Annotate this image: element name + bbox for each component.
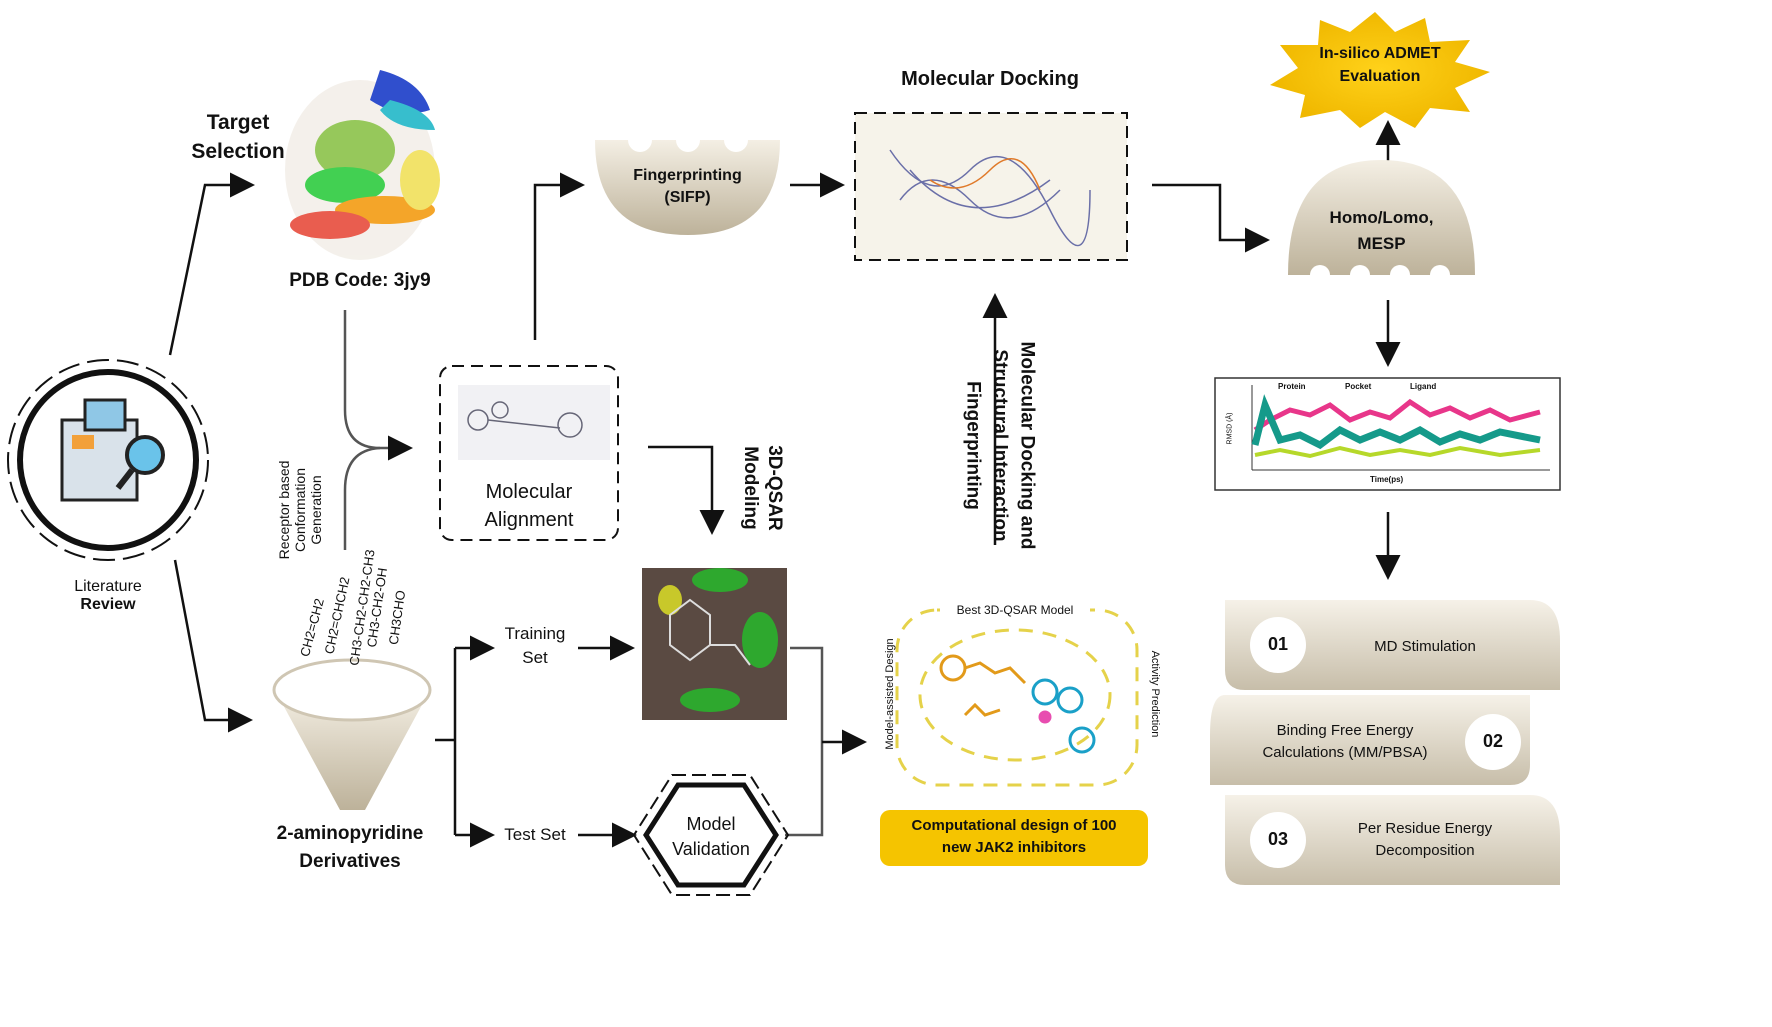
split-lines (435, 648, 457, 835)
arrow-to-target (168, 172, 255, 356)
arrow-to-fingerprinting (533, 172, 585, 340)
rmsd-xlabel: Time(ps) (1370, 475, 1404, 484)
substituent-list: CH2=CH2 CH2=CHCH2 CH3-CH2-CH2-CH3 CH3-CH… (282, 549, 422, 690)
arrow-to-derivatives (173, 559, 253, 733)
test-set-label: Test Set (504, 825, 566, 844)
arrow-merge-top (343, 310, 413, 461)
docking-title: Molecular Docking (901, 68, 1079, 90)
fingerprinting-label: Fingerprinting(SIFP) (633, 167, 742, 206)
design-result-box (880, 810, 1148, 866)
admet-burst (1270, 12, 1490, 128)
design-right-label: Activity Prediction (1149, 650, 1161, 738)
homo-lomo-label: Homo/Lomo,MESP (1329, 208, 1434, 253)
protein-structure-image (285, 70, 440, 260)
rmsd-ylabel: RMSD (Å) (1226, 412, 1234, 445)
design-top-label: Best 3D-QSAR Model (940, 603, 1090, 617)
arrow-to-homo (1152, 183, 1270, 253)
merge-lines (785, 646, 824, 837)
pdb-code: PDB Code: 3jy9 (289, 270, 431, 291)
rmsd-chart (1214, 377, 1561, 491)
fingerprinting-shape (595, 140, 780, 235)
comfa-contour-image (642, 568, 787, 720)
design-molecule (939, 654, 1096, 754)
design-left-label: Model-assisted Design (884, 638, 896, 750)
design-cycle (895, 608, 1139, 787)
alignment-box (439, 365, 619, 541)
cone-funnel (272, 658, 432, 810)
arrow-to-qsar (648, 445, 725, 535)
literature-icon-circle (7, 359, 209, 561)
validation-hexagon (632, 774, 790, 896)
docking-box (854, 112, 1128, 261)
arrow-merge-bottom (343, 446, 381, 550)
homo-shape (1288, 160, 1475, 275)
step-banners (1210, 600, 1560, 885)
